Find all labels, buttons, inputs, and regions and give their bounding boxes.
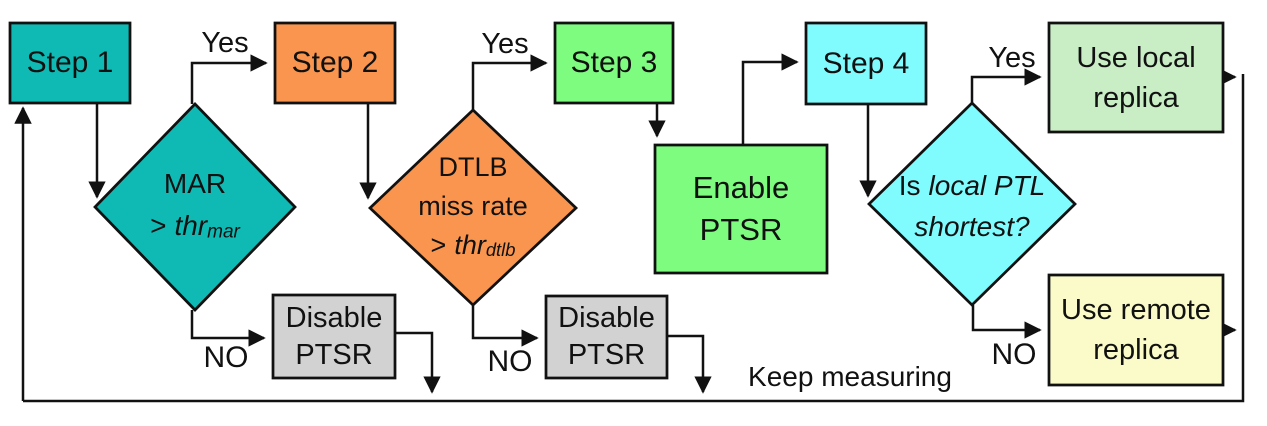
dtlb-no-label: NO (487, 345, 533, 378)
step1-box (8, 21, 132, 105)
ptl-no-label: NO (991, 338, 1037, 371)
step1-label: Step 1 (26, 46, 114, 79)
connector-enable-to-step4 (741, 53, 799, 145)
connector-mar-yes-step2 (190, 54, 268, 104)
step4-label: Step 4 (822, 46, 910, 80)
connector-ptl-no-remote (971, 305, 1042, 339)
ptl-decision-diamond (867, 101, 1077, 307)
use-remote-box (1047, 273, 1225, 387)
mar-no-label: NO (203, 341, 249, 374)
connector-dtlb-no-disable2 (471, 305, 539, 347)
connector-feedback-rail (23, 74, 1245, 403)
connector-dtlb-yes-step3 (471, 54, 548, 110)
dtlb-yes-label: Yes (481, 27, 529, 60)
disable-ptsr-1-box (271, 293, 397, 380)
use-local-box (1047, 21, 1225, 134)
connector-disable1-to-rail (395, 331, 441, 394)
mar-decision-diamond (93, 102, 297, 312)
step3-box (553, 21, 675, 105)
keep-measuring-label: Keep measuring (748, 361, 952, 392)
step4-box (804, 21, 928, 106)
step3-label: Step 3 (570, 46, 658, 79)
connector-mar-no-disable1 (190, 310, 266, 347)
step2-label: Step 2 (291, 46, 379, 79)
connector-ptl-yes-local (970, 68, 1042, 103)
dtlb-decision-label: DTLB miss rate >thrdtlb (418, 151, 528, 260)
disable-ptsr-2-box (544, 294, 669, 380)
mar-decision-label: MAR >thrmar (150, 168, 240, 243)
step2-box (273, 21, 397, 105)
enable-ptsr-box (653, 143, 829, 275)
ptl-yes-label: Yes (988, 41, 1036, 74)
mar-yes-label: Yes (201, 26, 249, 59)
dtlb-decision-diamond (367, 108, 579, 307)
connector-disable2-to-rail (667, 334, 712, 394)
